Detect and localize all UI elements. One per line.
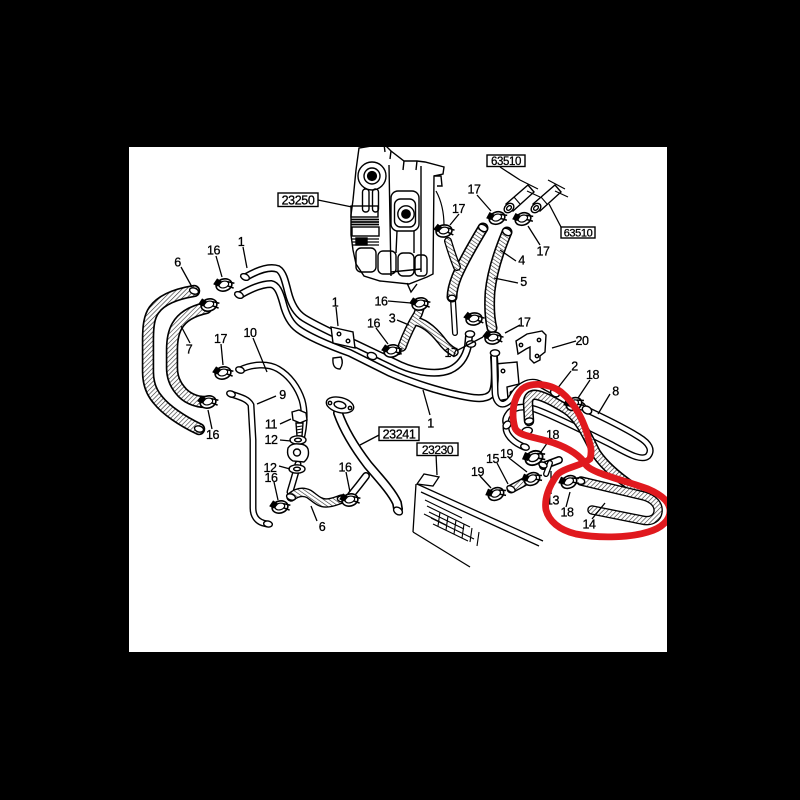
svg-text:1: 1: [332, 296, 339, 310]
svg-text:12: 12: [263, 461, 277, 475]
svg-text:19: 19: [471, 465, 485, 479]
svg-text:17: 17: [517, 316, 531, 330]
svg-text:11: 11: [265, 418, 278, 432]
svg-text:15: 15: [486, 452, 500, 466]
svg-text:16: 16: [367, 317, 381, 331]
svg-text:17: 17: [452, 202, 466, 216]
svg-text:17: 17: [444, 346, 458, 360]
svg-text:23250: 23250: [282, 193, 315, 207]
svg-text:8: 8: [612, 385, 619, 399]
svg-text:19: 19: [500, 447, 514, 461]
svg-text:18: 18: [586, 368, 600, 382]
svg-text:1: 1: [427, 417, 434, 431]
svg-text:17: 17: [536, 245, 550, 259]
svg-text:63510: 63510: [564, 228, 593, 240]
svg-text:63510: 63510: [491, 156, 521, 168]
svg-text:5: 5: [520, 275, 527, 289]
svg-text:16: 16: [206, 428, 220, 442]
svg-text:16: 16: [264, 471, 278, 485]
svg-text:6: 6: [319, 520, 326, 534]
svg-text:2: 2: [571, 360, 578, 374]
svg-text:9: 9: [279, 388, 286, 402]
svg-text:16: 16: [374, 295, 388, 309]
svg-text:7: 7: [186, 343, 193, 357]
svg-text:12: 12: [264, 433, 278, 447]
svg-text:4: 4: [518, 254, 525, 268]
svg-text:23230: 23230: [422, 443, 454, 457]
svg-text:6: 6: [174, 256, 181, 270]
svg-text:10: 10: [243, 326, 257, 340]
svg-text:3: 3: [389, 312, 396, 326]
svg-text:20: 20: [575, 334, 589, 348]
svg-text:1: 1: [238, 235, 245, 249]
svg-text:16: 16: [338, 461, 352, 475]
svg-text:18: 18: [560, 506, 574, 520]
svg-text:17: 17: [467, 183, 481, 197]
svg-text:14: 14: [582, 518, 596, 532]
svg-text:23241: 23241: [383, 427, 416, 441]
svg-text:17: 17: [214, 332, 228, 346]
svg-text:16: 16: [207, 244, 221, 258]
